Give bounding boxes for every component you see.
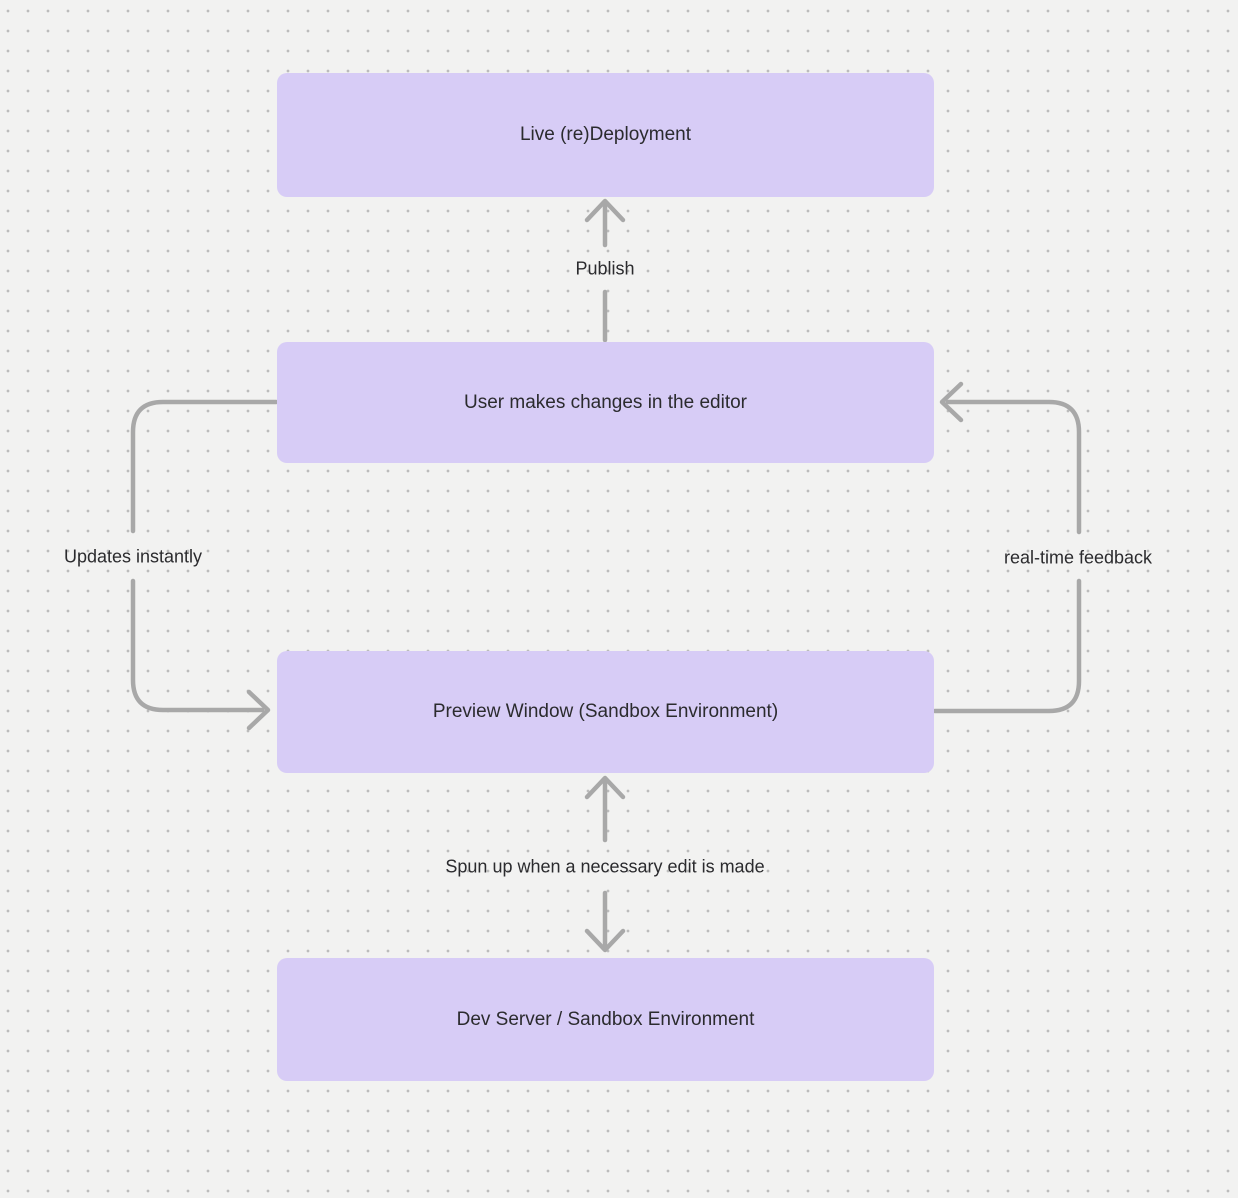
node-preview-window-label: Preview Window (Sandbox Environment): [432, 701, 779, 722]
node-dev-server: Dev Server / Sandbox Environment: [277, 958, 934, 1081]
edge-label-publish: Publish: [575, 258, 635, 279]
updates-instantly-arrow: [130, 399, 279, 731]
node-user-editor-label: User makes changes in the editor: [463, 391, 748, 413]
spun-up-arrow: [584, 775, 626, 953]
real-time-feedback-arrow: [932, 381, 1082, 714]
node-preview-window: Preview Window (Sandbox Environment): [277, 651, 934, 773]
node-user-editor: User makes changes in the editor: [277, 342, 934, 463]
edge-label-updates-instantly: Updates instantly: [63, 546, 203, 567]
node-live-redeployment-label: Live (re)Deployment: [519, 124, 692, 145]
publish-arrow: [584, 198, 626, 343]
node-live-redeployment: Live (re)Deployment: [277, 73, 934, 197]
edge-label-spun-up: Spun up when a necessary edit is made: [445, 856, 765, 877]
node-dev-server-label: Dev Server / Sandbox Environment: [456, 1008, 755, 1030]
edge-label-real-time-feedback: real-time feedback: [1003, 547, 1153, 568]
